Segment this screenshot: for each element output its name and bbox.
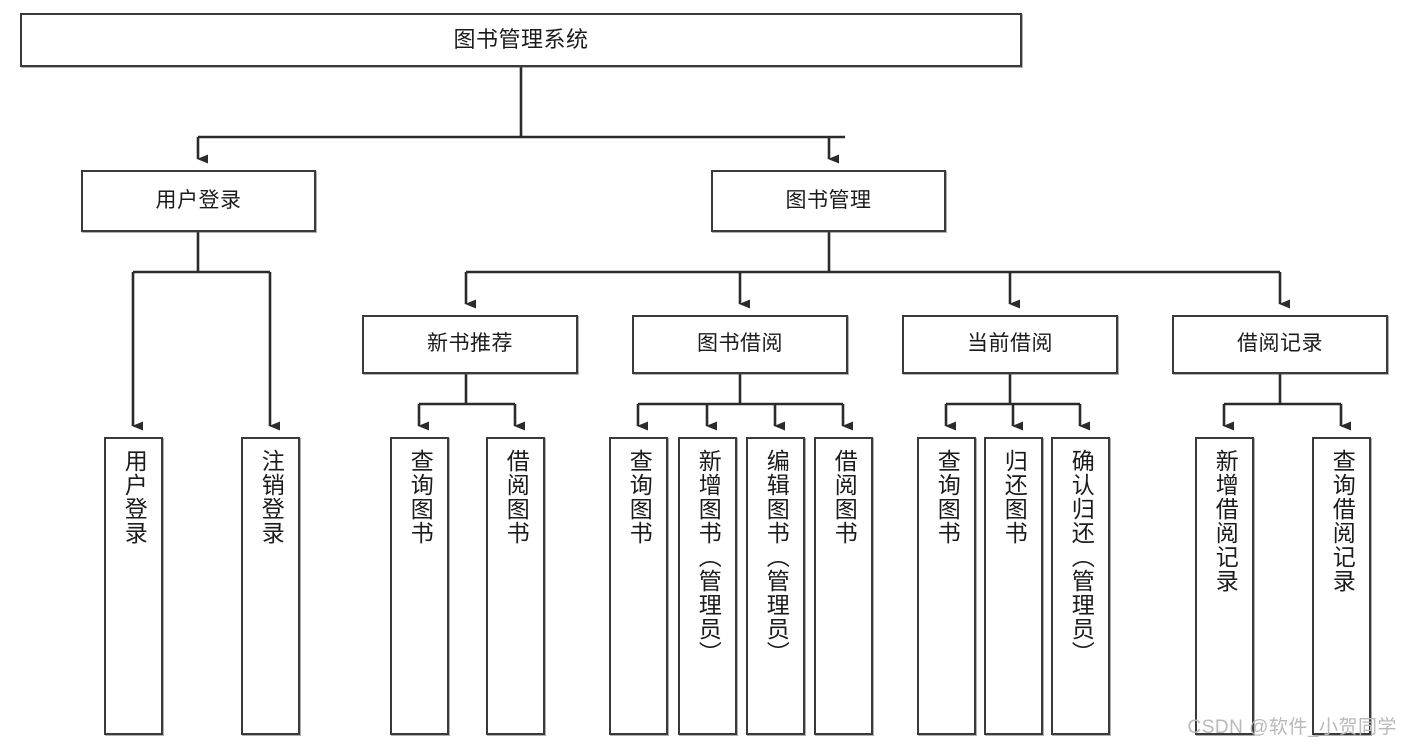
- node-book-manage-label: 图书管理: [785, 188, 872, 212]
- node-leaf-query-book-3-label: 查询图书: [934, 449, 961, 545]
- node-leaf-return-book-label: 归还图书: [1001, 449, 1028, 545]
- node-book-borrow[interactable]: 图书借阅: [632, 315, 848, 374]
- node-leaf-query-book-3[interactable]: 查询图书: [917, 437, 976, 735]
- node-new-book-rec-label: 新书推荐: [427, 332, 513, 356]
- node-leaf-query-record-label: 查询借阅记录: [1329, 449, 1356, 593]
- node-leaf-query-book-2[interactable]: 查询图书: [609, 437, 668, 735]
- node-leaf-add-record-label: 新增借阅记录: [1212, 449, 1239, 593]
- node-leaf-query-book-1-label: 查询图书: [407, 449, 434, 545]
- node-leaf-query-book-1[interactable]: 查询图书: [390, 437, 449, 735]
- node-borrow-record[interactable]: 借阅记录: [1172, 315, 1388, 374]
- node-leaf-user-logout-label: 注销登录: [258, 449, 285, 545]
- node-leaf-add-book-label: 新增图书（管理员）: [695, 449, 722, 665]
- node-leaf-add-book[interactable]: 新增图书（管理员）: [678, 437, 737, 735]
- node-root-label: 图书管理系统: [453, 27, 589, 53]
- node-leaf-user-logout[interactable]: 注销登录: [241, 437, 300, 735]
- node-leaf-confirm-return[interactable]: 确认归还（管理员）: [1051, 437, 1110, 735]
- node-leaf-query-record[interactable]: 查询借阅记录: [1312, 437, 1371, 735]
- node-leaf-edit-book-label: 编辑图书（管理员）: [763, 449, 790, 665]
- node-current-borrow-label: 当前借阅: [967, 332, 1053, 356]
- node-leaf-edit-book[interactable]: 编辑图书（管理员）: [746, 437, 805, 735]
- watermark-text: CSDN @软件_小贺同学: [1187, 717, 1397, 738]
- node-book-borrow-label: 图书借阅: [697, 332, 783, 356]
- node-leaf-add-record[interactable]: 新增借阅记录: [1195, 437, 1254, 735]
- node-leaf-user-login-label: 用户登录: [121, 449, 148, 545]
- node-leaf-borrow-book-1[interactable]: 借阅图书: [486, 437, 545, 735]
- node-book-manage[interactable]: 图书管理: [711, 170, 946, 232]
- node-leaf-borrow-book-2[interactable]: 借阅图书: [814, 437, 873, 735]
- node-current-borrow[interactable]: 当前借阅: [902, 315, 1118, 374]
- node-new-book-rec[interactable]: 新书推荐: [362, 315, 578, 374]
- node-root[interactable]: 图书管理系统: [20, 13, 1022, 67]
- node-leaf-return-book[interactable]: 归还图书: [984, 437, 1043, 735]
- node-user-login-label: 用户登录: [155, 188, 242, 212]
- node-leaf-borrow-book-2-label: 借阅图书: [831, 449, 858, 545]
- node-leaf-borrow-book-1-label: 借阅图书: [503, 449, 530, 545]
- node-borrow-record-label: 借阅记录: [1237, 332, 1323, 356]
- node-leaf-query-book-2-label: 查询图书: [626, 449, 653, 545]
- node-leaf-confirm-return-label: 确认归还（管理员）: [1068, 449, 1095, 665]
- node-user-login[interactable]: 用户登录: [81, 170, 316, 232]
- node-leaf-user-login[interactable]: 用户登录: [104, 437, 163, 735]
